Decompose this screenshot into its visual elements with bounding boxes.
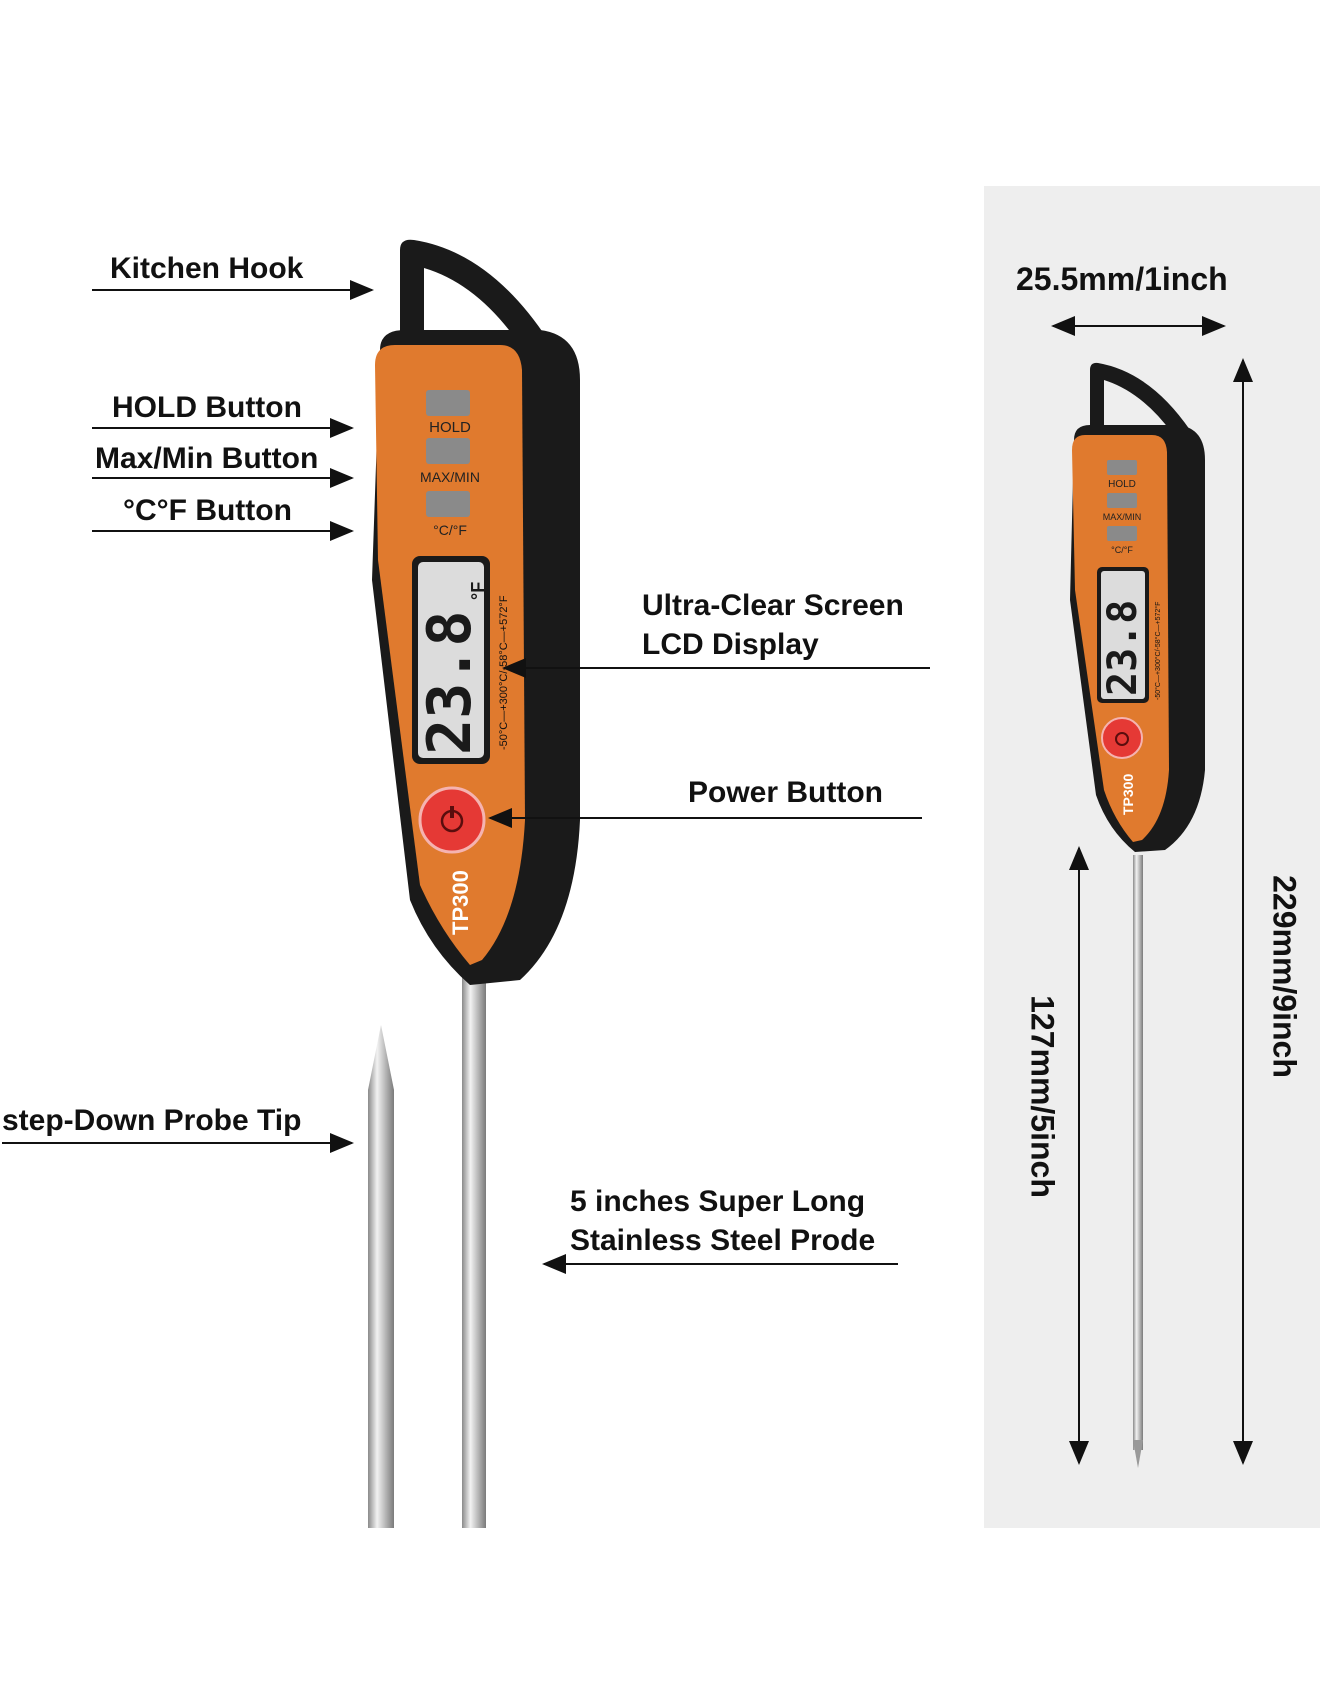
label-hold-button: HOLD Button [112,391,302,424]
label-probe-tip: step-Down Probe Tip [2,1104,302,1137]
probe-length-dimension: 127mm/5inch [1024,995,1061,1198]
main-probe [462,975,486,1528]
cf-button[interactable] [426,491,470,517]
label-probe-line2: Stainless Steel Prode [570,1224,876,1257]
hold-button[interactable] [426,390,470,416]
label-maxmin-button: Max/Min Button [95,442,319,475]
small-probe-point [1133,1440,1143,1468]
small-probe [1133,855,1143,1450]
maxmin-button[interactable] [426,438,470,464]
total-length-dimension: 229mm/9inch [1266,875,1303,1078]
lcd-value: 23.8 [415,611,485,756]
lcd-screen [418,562,484,758]
small-cf-text: °C/°F [1111,545,1133,555]
maxmin-text: MAX/MIN [420,469,480,485]
label-power-button: Power Button [688,776,883,809]
small-model-text: TP300 [1120,774,1136,815]
lcd-unit: °F [468,582,488,600]
small-power-button [1101,717,1143,759]
small-range-text: -50°C—+300°C/-58°C—+572°F [1154,602,1162,700]
hold-text: HOLD [429,419,471,436]
small-hook [1090,362,1190,433]
label-kitchen-hook: Kitchen Hook [110,252,304,285]
small-lcd-value: 23.8 [1100,600,1146,696]
probe-tip [368,1025,394,1528]
cf-text: °C/°F [433,522,467,538]
model-text: TP300 [448,870,473,935]
label-screen-line1: Ultra-Clear Screen [642,589,904,622]
small-maxmin-text: MAX/MIN [1103,512,1142,522]
label-probe-line1: 5 inches Super Long [570,1185,866,1218]
power-button[interactable] [418,786,486,854]
label-cf-button: °C°F Button [123,494,292,527]
kitchen-hook [400,239,548,345]
label-screen-line2: LCD Display [642,628,819,661]
range-text: -50°C—+300°C/-58°C—+572°F [498,595,510,750]
small-hold-text: HOLD [1108,479,1136,490]
width-dimension: 25.5mm/1inch [1016,261,1228,297]
